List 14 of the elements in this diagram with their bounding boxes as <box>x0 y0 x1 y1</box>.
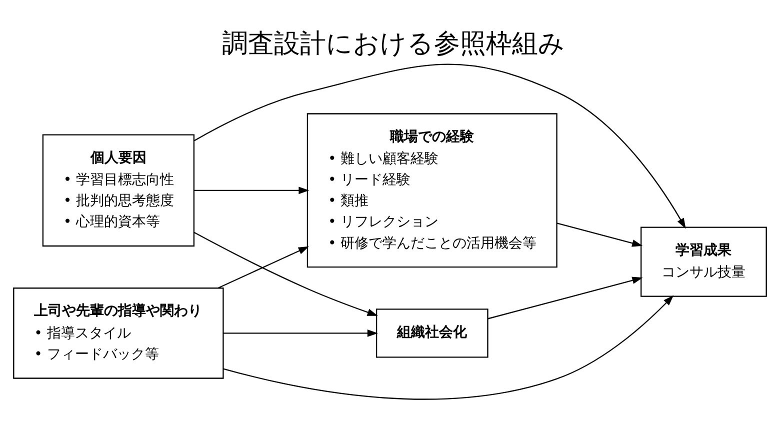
arrow <box>488 276 643 319</box>
arrow <box>194 186 310 194</box>
node-box: 組織社会化 <box>376 308 488 358</box>
arrow <box>223 329 378 336</box>
arrow <box>194 63 686 228</box>
arrow <box>556 222 643 246</box>
arrow <box>218 246 309 288</box>
node-box: 学習成果 コンサル技量 <box>640 226 767 296</box>
diagram-title: 調査設計における参照枠組み <box>222 28 566 58</box>
arrow <box>223 294 674 400</box>
node-box: 職場での経験 • 難しい顧客経験 • リード経験 • 類推 • リフレクション • 研修で学んだことの活用機会等 <box>306 112 558 268</box>
arrow <box>194 232 378 316</box>
node-box: 個人要因 • 学習目標志向性 • 批判的思考態度 • 心理的資本等 <box>42 134 195 246</box>
node-box: 上司や先輩の指導や関わり • 指導スタイル • フィードバック等 <box>13 287 224 378</box>
